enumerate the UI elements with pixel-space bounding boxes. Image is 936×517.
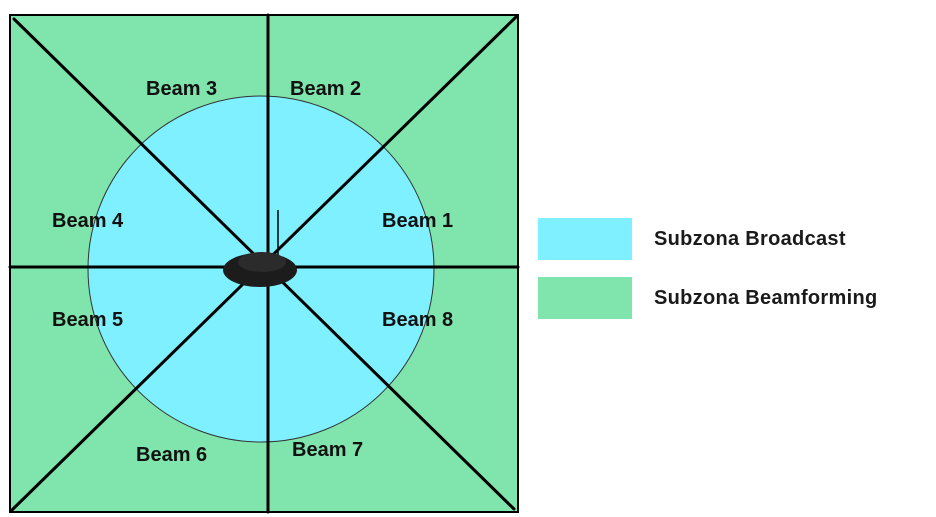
beam-labels: Beam 1 Beam 2 Beam 3 Beam 4 Beam 5 Beam … (52, 78, 453, 466)
legend-label-beamforming: Subzona Beamforming (654, 287, 878, 309)
beam-8-label: Beam 8 (382, 309, 453, 331)
beam-7-label: Beam 7 (292, 439, 363, 461)
beam-6-label: Beam 6 (136, 444, 207, 466)
legend-item-beamforming: Subzona Beamforming (538, 277, 936, 319)
beam-1-label: Beam 1 (382, 210, 453, 232)
beam-2-label: Beam 2 (290, 78, 361, 100)
legend-label-broadcast: Subzona Broadcast (654, 228, 846, 250)
antenna-cap (238, 252, 286, 272)
beam-5-label: Beam 5 (52, 309, 123, 331)
antenna-icon (223, 210, 297, 287)
legend-swatch-broadcast (538, 218, 632, 260)
legend-swatch-beamforming (538, 277, 632, 319)
beam-4-label: Beam 4 (52, 210, 124, 232)
beam-3-label: Beam 3 (146, 78, 217, 100)
legend-item-broadcast: Subzona Broadcast (538, 218, 936, 260)
beam-coverage-diagram: Beam 1 Beam 2 Beam 3 Beam 4 Beam 5 Beam … (8, 13, 520, 514)
